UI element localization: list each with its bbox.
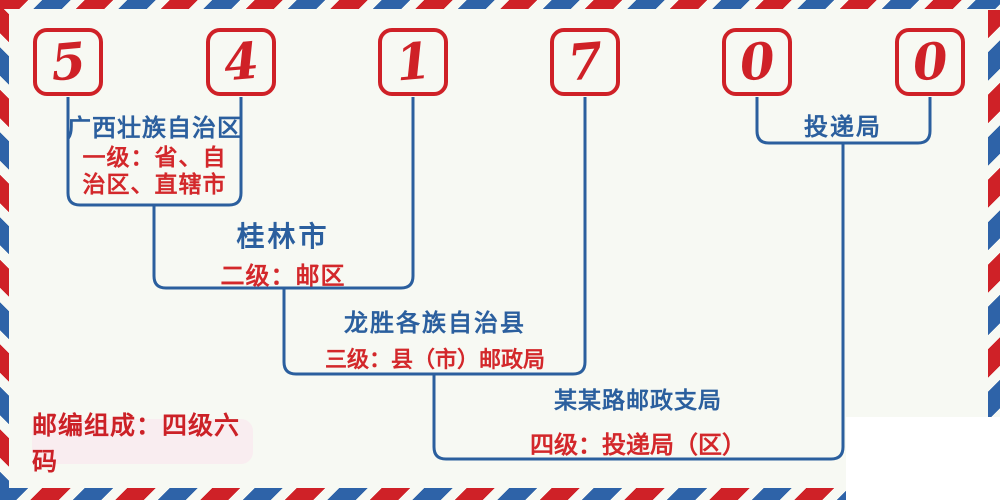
level3-name: 龙胜各族自治县 <box>344 311 526 337</box>
level1-name: 广西壮族自治区 <box>67 116 242 142</box>
airmail-border-left <box>0 8 9 500</box>
delivery-office-name: 投递局 <box>804 115 882 141</box>
level3-desc: 三级：县（市）邮政局 <box>324 347 545 372</box>
level2-label: 桂林市 二级：邮区 <box>198 222 368 291</box>
airmail-border-bottom <box>0 488 852 500</box>
level1-desc-line2: 治区、直辖市 <box>82 171 227 197</box>
level1-desc-line1: 一级：省、自 <box>82 144 227 170</box>
digit-2: 4 <box>221 30 261 93</box>
level4-desc: 四级：投递局（区） <box>530 432 746 459</box>
composition-badge-text: 邮编组成：四级六码 <box>32 412 241 476</box>
level4-label: 某某路邮政支局 四级：投递局（区） <box>527 388 749 460</box>
level4-name: 某某路邮政支局 <box>554 388 722 413</box>
composition-badge: 邮编组成：四级六码 <box>32 413 253 476</box>
digit-box-5: 0 <box>722 28 792 96</box>
digit-box-4: 7 <box>550 28 620 96</box>
level2-name: 桂林市 <box>236 222 330 253</box>
digit-5: 0 <box>737 30 777 93</box>
delivery-office-label: 投递局 <box>779 107 907 142</box>
digit-3: 1 <box>393 30 433 93</box>
digit-box-1: 5 <box>33 28 103 96</box>
digit-6: 0 <box>910 30 950 93</box>
digit-1: 5 <box>48 30 88 93</box>
airmail-border-right <box>988 10 1000 417</box>
airmail-border-top <box>0 0 1000 9</box>
digit-box-3: 1 <box>378 28 448 96</box>
digit-box-6: 0 <box>895 28 965 96</box>
bracket-level4 <box>432 143 845 461</box>
level2-desc: 二级：邮区 <box>220 263 346 290</box>
level3-label: 龙胜各族自治县 三级：县（市）邮政局 <box>319 310 551 374</box>
digit-4: 7 <box>565 30 605 93</box>
bracket-delivery <box>755 97 932 145</box>
digit-box-2: 4 <box>206 28 276 96</box>
level1-label: 广西壮族自治区 一级：省、自 治区、直辖市 <box>62 115 247 198</box>
corner-white-patch <box>846 417 1000 500</box>
